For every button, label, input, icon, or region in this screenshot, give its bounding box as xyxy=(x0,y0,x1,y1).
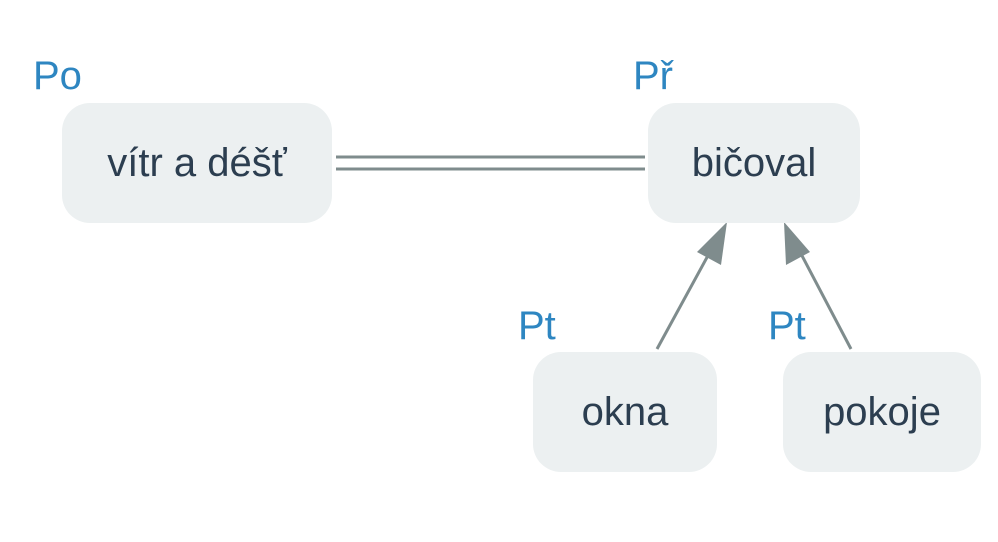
node-object-pokoje: pokoje xyxy=(783,352,981,472)
object1-to-predicate-arrow xyxy=(655,222,727,350)
role-label-object-pokoje: Pt xyxy=(768,304,806,348)
role-label-subject: Po xyxy=(33,54,82,98)
node-object-okna: okna xyxy=(533,352,717,472)
subject-predicate-link xyxy=(336,155,645,171)
role-label-predicate: Př xyxy=(633,54,673,98)
role-label-object-okna: Pt xyxy=(518,304,556,348)
node-predicate: bičoval xyxy=(648,103,860,223)
object2-to-predicate-arrow xyxy=(784,222,853,350)
node-subject: vítr a déšť xyxy=(62,103,332,223)
